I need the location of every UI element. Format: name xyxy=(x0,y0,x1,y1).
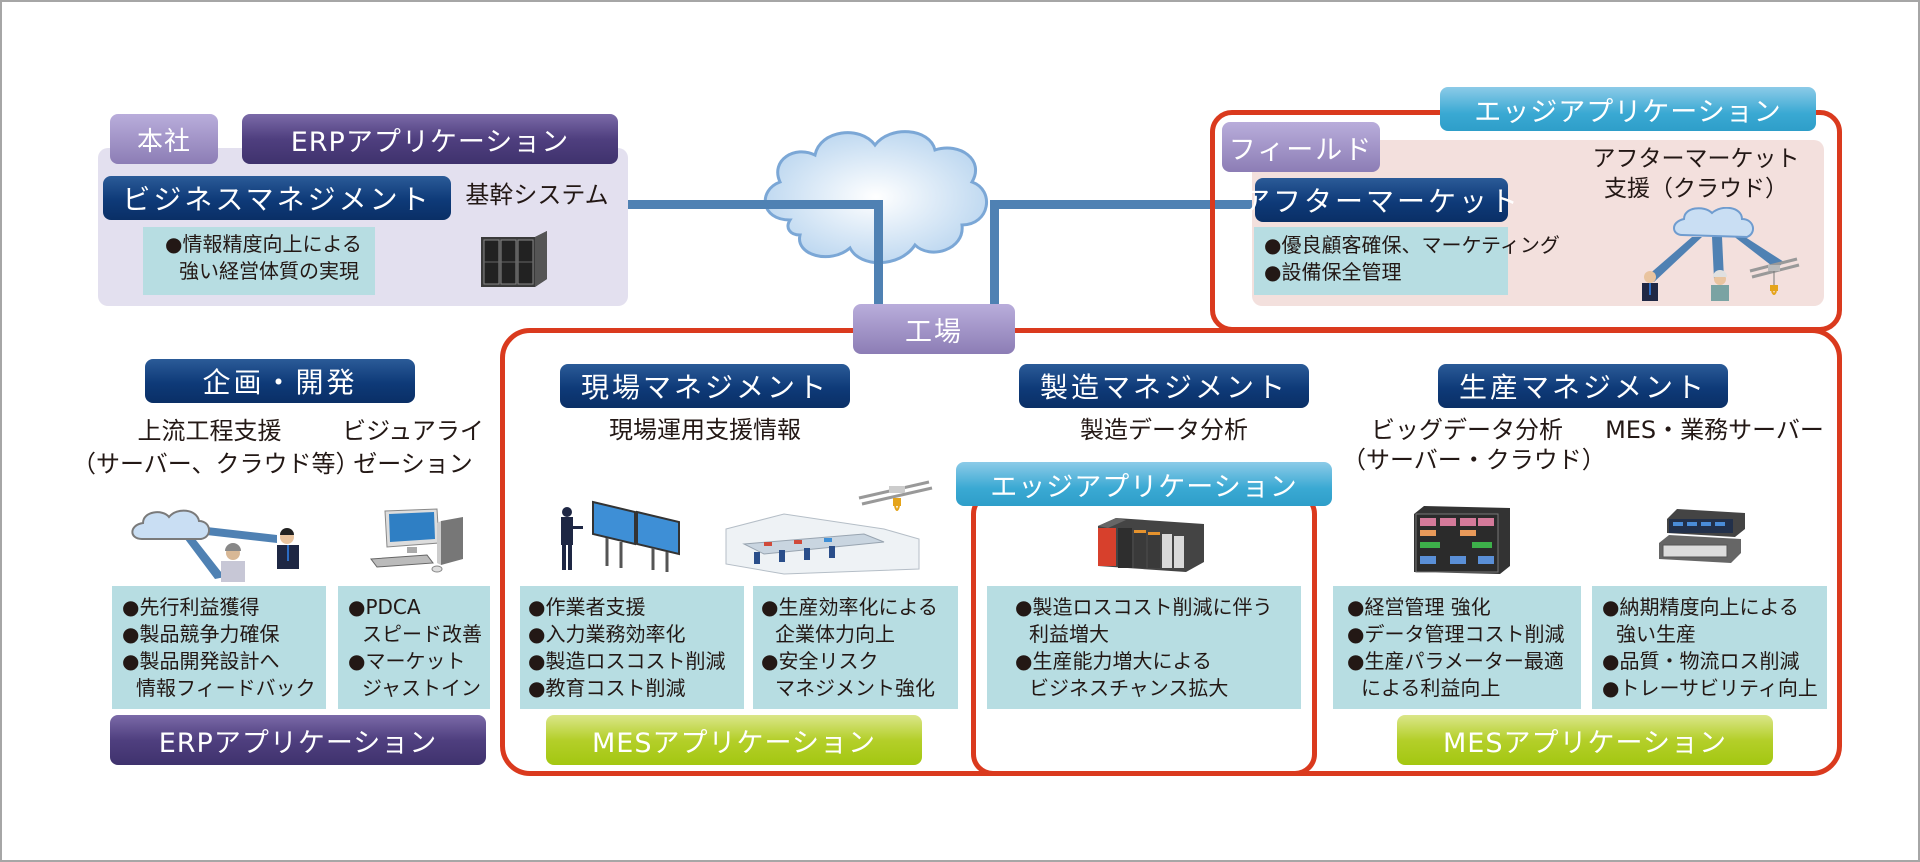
core-system-label: 基幹システム xyxy=(465,181,609,209)
benefit-item: ●製品開発設計へ xyxy=(122,649,280,673)
field-benefits: ●優良顧客確保、マーケティング ●設備保全管理 xyxy=(1254,227,1560,295)
benefit-item: ●PDCA xyxy=(348,595,421,619)
headquarters-benefits: ●情報精度向上による 強い経営体質の実現 xyxy=(143,227,375,295)
benefit-item: ビジネスチャンス拡大 xyxy=(1029,676,1229,700)
manufacturing-management-badge: 製造マネジメント xyxy=(1019,364,1309,408)
benefit-item: ●作業者支援 xyxy=(528,595,646,619)
benefit-item: ●製品競争力確保 xyxy=(122,622,280,646)
visualization-subtitle: ビジュアライ ゼーション xyxy=(338,415,488,481)
field-label: フィールド xyxy=(1222,122,1380,172)
manufacturing-edge-app-badge: エッジアプリケーション xyxy=(956,462,1332,506)
production-benefits-right: ●納期精度向上による 強い生産 ●品質・物流ロス削減 ●トレーサビリティ向上 xyxy=(1592,586,1827,709)
mes-server-subtitle: MES・業務サーバー xyxy=(1605,416,1824,444)
benefit-item: ●生産パラメーター最適 xyxy=(1347,649,1564,673)
production-mes-app-badge: MESアプリケーション xyxy=(1397,715,1773,765)
headquarters-label: 本社 xyxy=(110,114,218,164)
business-management-badge: ビジネスマネジメント xyxy=(103,176,451,220)
crane-icon xyxy=(858,480,933,511)
aftermarket-support-label: アフターマーケット 支援（クラウド） xyxy=(1586,144,1806,204)
connector-cloud-to-field xyxy=(990,200,1272,209)
benefit-item: による利益向上 xyxy=(1361,676,1501,700)
benefit-item: ●製造ロスコスト削減 xyxy=(528,649,726,673)
benefit-item: ●製造ロスコスト削減に伴う xyxy=(1015,595,1273,619)
production-line-icon xyxy=(724,474,934,579)
manufacturing-benefits: ●製造ロスコスト削減に伴う 利益増大 ●生産能力増大による ビジネスチャンス拡大 xyxy=(987,586,1301,709)
plc-controller-icon xyxy=(1096,514,1206,574)
benefit-item: ●納期精度向上による xyxy=(1602,595,1799,619)
production-benefits-left: ●経営管理 強化 ●データ管理コスト削減 ●生産パラメーター最適 による利益向上 xyxy=(1333,586,1581,709)
benefit-item: ジャストイン xyxy=(362,676,481,700)
site-management-badge: 現場マネジメント xyxy=(560,364,850,408)
benefit-item: ●データ管理コスト削減 xyxy=(1347,622,1565,646)
manufacturing-subtitle: 製造データ分析 xyxy=(1080,416,1248,444)
aftermarket-cloud-network-icon xyxy=(1632,207,1802,302)
big-data-subtitle-line: （サーバー・クラウド） xyxy=(1342,446,1606,474)
benefit-item: ●生産能力増大による xyxy=(1015,649,1212,673)
connector-through-cloud xyxy=(750,200,882,209)
crane-icon xyxy=(1749,257,1800,295)
benefit-item: 強い生産 xyxy=(1616,622,1696,646)
site-benefits-left: ●作業者支援 ●入力業務効率化 ●製造ロスコスト削減 ●教育コスト削減 xyxy=(520,586,744,709)
benefit-item: ●マーケット xyxy=(348,649,466,673)
benefit-item: マネジメント強化 xyxy=(775,676,935,700)
operator-with-displays-icon xyxy=(557,500,697,572)
server-rack-icon xyxy=(477,229,552,289)
benefit-item: ●経営管理 強化 xyxy=(1347,595,1491,619)
aftermarket-support-line: 支援（クラウド） xyxy=(1604,176,1788,202)
field-edge-app-badge: エッジアプリケーション xyxy=(1440,87,1816,131)
upstream-cloud-users-icon xyxy=(127,507,307,582)
benefit-item: ●品質・物流ロス削減 xyxy=(1602,649,1800,673)
benefit-item: 企業体力向上 xyxy=(775,622,895,646)
cloud-icon xyxy=(750,120,1000,270)
aftermarket-management-badge: アフターマーケット xyxy=(1242,178,1518,222)
connector-vertical-right-overlay xyxy=(990,200,999,308)
businessman-icon xyxy=(277,528,299,569)
woman-icon xyxy=(221,543,245,582)
benefit-item: 情報フィードバック xyxy=(136,676,316,700)
worker-icon xyxy=(1711,270,1729,301)
headquarters-erp-app-badge: ERPアプリケーション xyxy=(242,114,618,164)
upstream-support-line: （サーバー、クラウド等） xyxy=(72,450,360,478)
site-management-subtitle: 現場運用支援情報 xyxy=(609,416,801,444)
benefit-item: ●入力業務効率化 xyxy=(528,622,686,646)
rack-server-icon xyxy=(1657,507,1747,567)
production-management-badge: 生産マネジメント xyxy=(1438,364,1728,408)
connector-vertical-left-overlay xyxy=(874,200,883,308)
planning-benefits-right: ●PDCA スピード改善 ●マーケット ジャストイン xyxy=(338,586,490,709)
benefit-item: ●生産効率化による xyxy=(761,595,938,619)
businessman-icon xyxy=(1642,271,1658,301)
planning-development-badge: 企画・開発 xyxy=(145,359,415,403)
benefit-item: ●安全リスク xyxy=(761,649,879,673)
site-benefits-right: ●生産効率化による 企業体力向上 ●安全リスク マネジメント強化 xyxy=(753,586,958,709)
benefit-item: ●情報精度向上による xyxy=(165,232,362,256)
big-data-subtitle: ビッグデータ分析 （サーバー・クラウド） xyxy=(1342,415,1606,475)
upstream-support-subtitle: 上流工程支援 （サーバー、クラウド等） xyxy=(72,415,360,481)
benefit-item: スピード改善 xyxy=(362,622,482,646)
benefit-item: ●先行利益獲得 xyxy=(122,595,260,619)
benefit-item: 利益増大 xyxy=(1029,622,1109,646)
benefit-item: 強い経営体質の実現 xyxy=(179,259,359,283)
big-data-subtitle-line: ビッグデータ分析 xyxy=(1371,416,1563,444)
visualization-line: ゼーション xyxy=(353,450,473,478)
planning-benefits-left: ●先行利益獲得 ●製品競争力確保 ●製品開発設計へ 情報フィードバック xyxy=(112,586,326,709)
benefit-item: ●トレーサビリティ向上 xyxy=(1602,676,1818,700)
aftermarket-support-line: アフターマーケット xyxy=(1592,146,1800,172)
planning-erp-app-badge: ERPアプリケーション xyxy=(110,715,486,765)
factory-label: 工場 xyxy=(853,304,1015,354)
benefit-item: ●教育コスト削減 xyxy=(528,676,686,700)
benefit-item: ●優良顧客確保、マーケティング xyxy=(1264,233,1560,257)
upstream-support-line: 上流工程支援 xyxy=(137,417,282,445)
site-mes-app-badge: MESアプリケーション xyxy=(546,715,922,765)
benefit-item: ●設備保全管理 xyxy=(1264,260,1402,284)
visualization-line: ビジュアライ xyxy=(342,417,484,445)
storage-server-icon xyxy=(1412,504,1512,576)
desktop-computer-icon xyxy=(367,507,467,577)
